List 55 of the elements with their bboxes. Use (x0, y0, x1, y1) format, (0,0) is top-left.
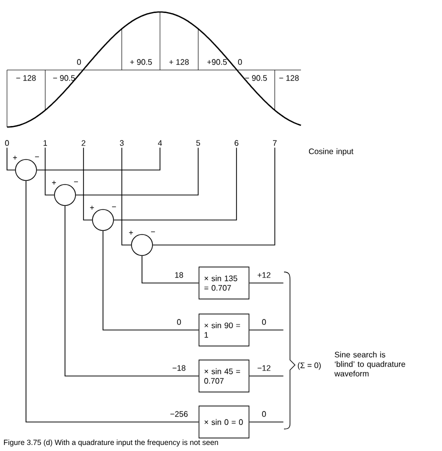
multiplier-box: × sin 90 = 1 (198, 314, 250, 346)
edge-label: −256 (168, 410, 189, 418)
value-label: 0 (238, 59, 242, 65)
edge-label: +12 (256, 271, 272, 279)
subtractor-circle (15, 159, 37, 181)
plus-sign: + (52, 180, 56, 185)
plus-sign: + (13, 156, 17, 160)
value-label: 0 (77, 59, 81, 65)
connector-line (152, 147, 276, 246)
connector-line (142, 256, 200, 284)
connector-line (114, 147, 237, 220)
connector-line (121, 147, 132, 246)
input-number: 4 (158, 140, 162, 146)
edge-label: 18 (174, 271, 184, 279)
connector-line (44, 147, 54, 196)
minus-sign: − (35, 156, 39, 158)
multiplier-box: × sin 0 = 0 (198, 406, 250, 438)
value-label: − 128 (16, 75, 36, 81)
input-number: 1 (44, 140, 48, 146)
connector-line (102, 230, 200, 330)
multiplier-box: × sin 45 = 0.707 (198, 360, 250, 392)
input-number: 0 (5, 140, 9, 146)
input-number: 3 (120, 140, 124, 146)
edge-label: 0 (260, 410, 268, 418)
input-number: 5 (196, 140, 200, 146)
connector-line (26, 180, 200, 422)
value-label: − 128 (279, 75, 299, 81)
subtractor-circle (131, 234, 153, 256)
edge-label: 0 (260, 318, 268, 326)
connector-line (6, 147, 16, 170)
input-label: Cosine input (308, 148, 354, 156)
connector-line (36, 147, 160, 170)
subtractor-circle (54, 184, 76, 206)
edge-label: 0 (176, 318, 182, 326)
value-label: − 90.5 (53, 75, 75, 81)
plus-sign: + (129, 230, 133, 235)
multiplier-box: × sin 135 = 0.707 (198, 266, 250, 300)
connector-line (64, 206, 200, 376)
connector-line (83, 147, 92, 220)
connector-line (76, 147, 199, 196)
input-number: 2 (82, 140, 86, 146)
edge-label: −12 (256, 364, 272, 372)
minus-sign: − (112, 206, 116, 208)
sum-label: (Σ = 0) (298, 362, 321, 370)
connector-line (248, 282, 284, 284)
input-number: 6 (234, 140, 238, 146)
input-number: 7 (272, 140, 277, 146)
edge-label: −18 (171, 364, 187, 372)
value-label: + 128 (169, 59, 189, 65)
note-text: Sine search is ‘blind’ to quadrature waveform (334, 352, 406, 376)
plus-sign: + (90, 206, 94, 210)
value-label: + 90.5 (130, 59, 152, 65)
value-label: +90.5 (207, 59, 227, 65)
value-label: − 90.5 (245, 75, 267, 81)
subtractor-circle (92, 209, 114, 231)
